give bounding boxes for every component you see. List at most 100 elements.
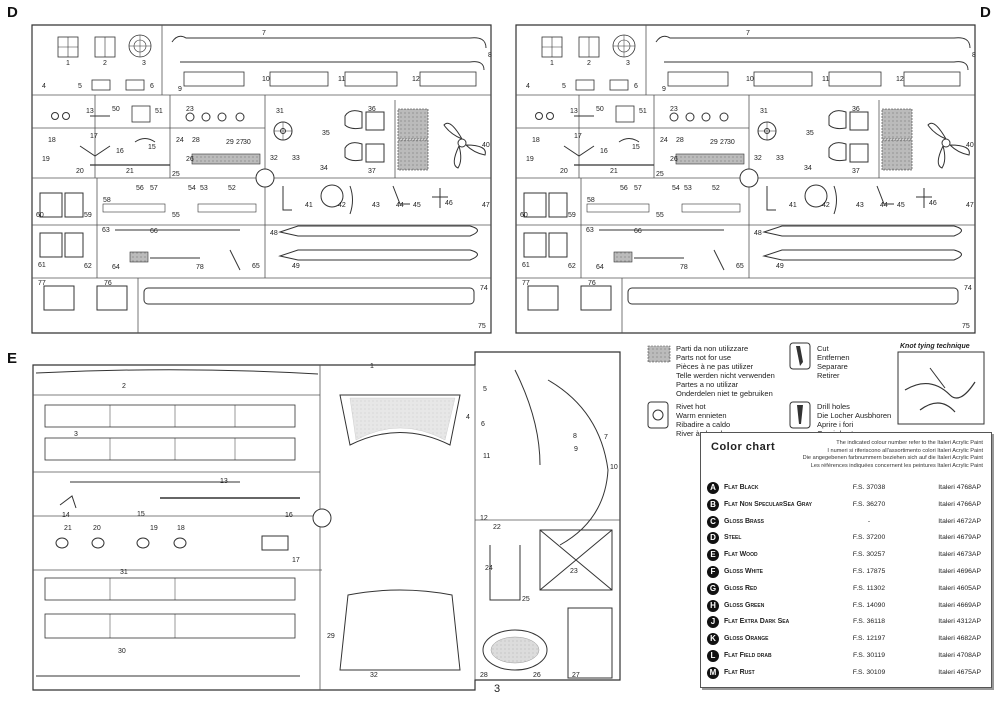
- color-paint-code: Italeri 4605AP: [938, 584, 981, 592]
- part-number-label: 8: [573, 433, 577, 440]
- color-fs-number: F.S. 37038: [852, 484, 886, 491]
- part-number-label: 24: [660, 137, 668, 144]
- part-number-label: 66: [634, 228, 642, 235]
- part-number-label: 30: [118, 648, 126, 655]
- part-number-label: 3: [626, 60, 630, 67]
- part-number-label: 23: [670, 106, 678, 113]
- part-number-label: 27: [236, 139, 244, 146]
- part-number-label: 74: [480, 285, 488, 292]
- part-number-label: 26: [533, 672, 541, 679]
- knot-tying-illustration: [897, 351, 985, 425]
- part-number-label: 45: [413, 202, 421, 209]
- color-paint-code: Italeri 4675AP: [938, 668, 981, 676]
- part-number-label: 61: [38, 262, 46, 269]
- part-number-label: 11: [822, 76, 830, 83]
- part-number-label: 4: [42, 83, 46, 90]
- part-number-label: 35: [322, 130, 330, 137]
- part-number-label: 64: [596, 264, 604, 271]
- color-paint-code: Italeri 4708AP: [938, 652, 981, 659]
- color-fs-number: F.S. 30257: [852, 551, 886, 559]
- sprue-label-e: E: [7, 350, 18, 367]
- part-number-label: 1: [66, 60, 70, 67]
- part-number-label: 45: [897, 202, 905, 209]
- part-number-label: 7: [746, 30, 750, 37]
- part-number-label: 24: [485, 565, 493, 572]
- part-number-label: 20: [76, 168, 84, 175]
- part-number-label: 15: [632, 144, 640, 151]
- page-number: 3: [494, 683, 501, 695]
- part-number-label: 51: [155, 108, 163, 115]
- part-number-label: 59: [84, 212, 92, 219]
- part-number-label: 22: [493, 524, 501, 531]
- part-number-label: 46: [445, 200, 453, 207]
- color-name: Flat Wood: [724, 551, 758, 559]
- part-number-label: 62: [568, 263, 576, 270]
- color-letter-badge: H: [707, 599, 719, 612]
- part-number-label: 6: [150, 83, 154, 90]
- color-name: Flat Black: [724, 484, 759, 491]
- part-number-label: 10: [262, 76, 270, 83]
- part-number-label: 62: [84, 263, 92, 270]
- color-letter-badge: A: [707, 482, 719, 494]
- part-number-label: 56: [620, 185, 628, 192]
- part-number-label: 26: [670, 156, 678, 163]
- part-number-label: 16: [116, 148, 124, 155]
- color-chart: Color chart The indicated colour number …: [700, 432, 992, 688]
- color-fs-number: F.S. 37200: [852, 534, 886, 542]
- color-fs-number: F.S. 36118: [853, 618, 885, 626]
- part-number-label: 32: [370, 672, 378, 679]
- part-number-label: 58: [103, 197, 111, 204]
- part-number-label: 57: [634, 185, 642, 192]
- part-number-label: 23: [186, 106, 194, 113]
- part-number-label: 27: [720, 139, 728, 146]
- sprue-label-d-right: D: [980, 4, 991, 21]
- color-name: Steel: [724, 534, 742, 542]
- part-number-label: 28: [192, 137, 200, 144]
- part-number-label: 2: [587, 60, 591, 67]
- part-number-label: 30: [243, 139, 251, 146]
- part-number-label: 50: [112, 106, 120, 113]
- part-number-label: 65: [736, 263, 744, 270]
- part-number-label: 31: [760, 108, 768, 115]
- color-letter-badge: B: [707, 498, 719, 511]
- color-fs-number: F.S. 30109: [852, 668, 886, 676]
- part-number-label: 54: [672, 185, 680, 192]
- part-number-label: 12: [480, 515, 488, 522]
- part-number-label: 75: [962, 323, 970, 330]
- color-paint-code: Italeri 4672AP: [938, 517, 981, 525]
- part-number-label: 1: [370, 363, 374, 370]
- color-fs-number: F.S. 14090: [852, 601, 886, 609]
- part-number-label: 58: [587, 197, 595, 204]
- knife-icon: [789, 342, 811, 370]
- color-name: Gloss White: [724, 568, 763, 575]
- part-number-label: 46: [929, 200, 937, 207]
- part-number-label: 41: [789, 202, 797, 209]
- part-number-label: 33: [776, 155, 784, 162]
- part-number-label: 35: [806, 130, 814, 137]
- part-number-label: 9: [178, 86, 182, 93]
- knot-title: Knot tying technique: [900, 343, 970, 350]
- part-number-label: 77: [38, 280, 46, 287]
- part-number-label: 42: [822, 202, 830, 209]
- sprue-label-d-left: D: [7, 4, 18, 21]
- part-number-label: 55: [172, 212, 180, 219]
- part-number-label: 50: [596, 106, 604, 113]
- part-number-label: 16: [600, 148, 608, 155]
- color-fs-number: F.S. 11302: [853, 584, 885, 592]
- part-number-label: 3: [142, 60, 146, 67]
- part-number-label: 25: [522, 596, 530, 603]
- part-number-label: 2: [122, 383, 126, 390]
- part-number-label: 26: [186, 156, 194, 163]
- part-number-label: 60: [36, 212, 44, 219]
- part-number-label: 53: [684, 185, 692, 192]
- part-number-label: 37: [852, 168, 860, 175]
- part-number-label: 12: [896, 76, 904, 83]
- part-number-label: 60: [520, 212, 528, 219]
- color-letter-badge: L: [707, 650, 719, 662]
- part-number-label: 43: [856, 202, 864, 209]
